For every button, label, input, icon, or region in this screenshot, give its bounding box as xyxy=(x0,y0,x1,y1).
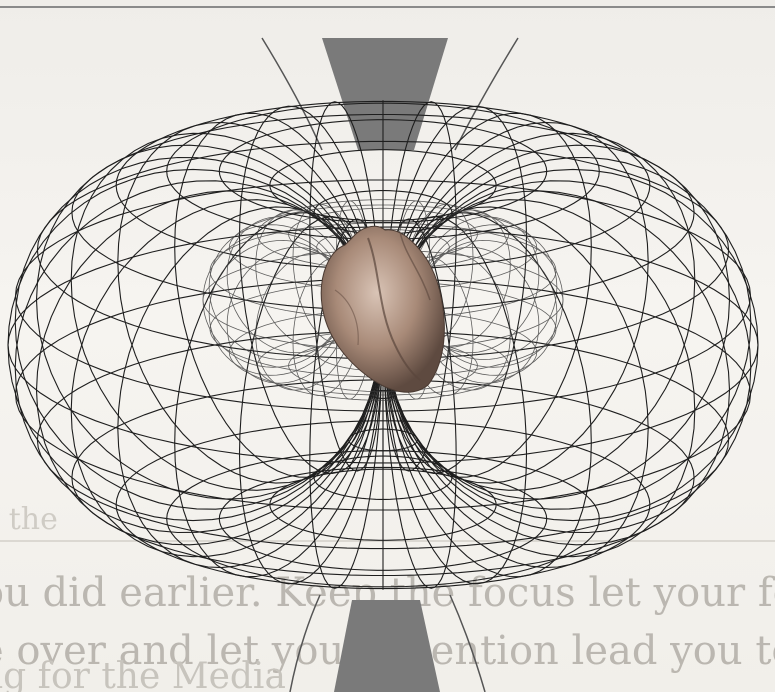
outer-torus-meridian xyxy=(388,191,730,545)
field-guide-curve-left-bottom xyxy=(290,595,320,692)
axis-beam-top xyxy=(322,38,448,150)
heart-icon xyxy=(321,226,444,392)
outer-torus-meridian xyxy=(37,191,379,545)
field-guide-curve-right-bottom xyxy=(450,595,485,692)
axis-beam-bottom xyxy=(334,600,440,692)
